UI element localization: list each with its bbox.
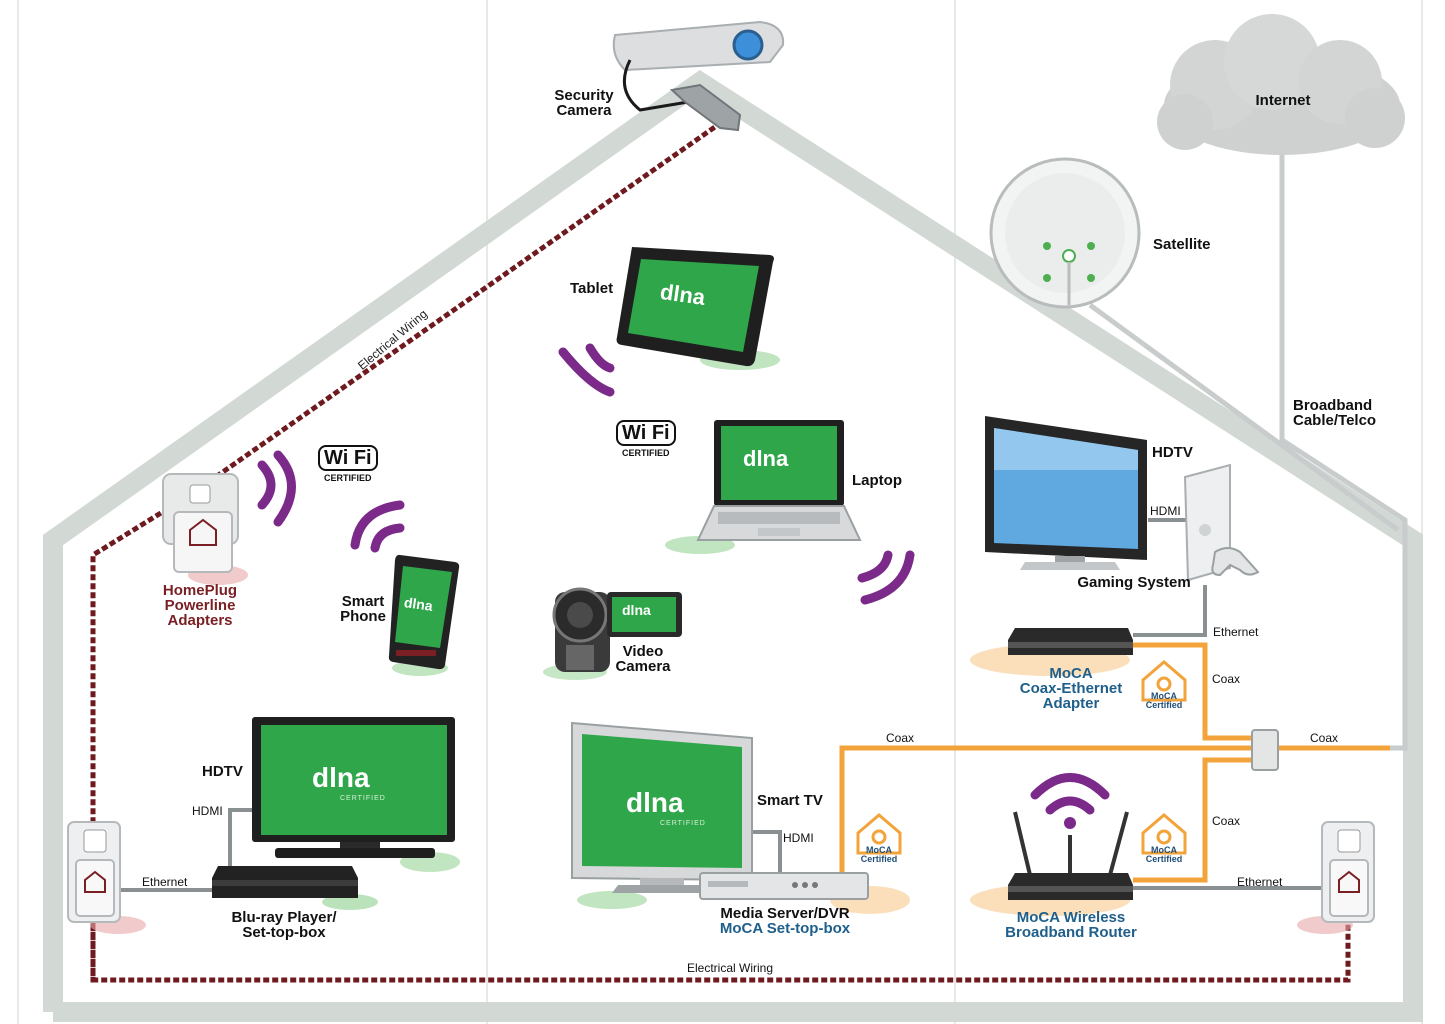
smart-tv-label: Smart TV [757, 792, 823, 809]
moca-badge-icon [856, 660, 1187, 855]
wifi-signal-icon [1030, 773, 1110, 815]
hdtv-right-icon [985, 416, 1147, 570]
internet-label: Internet [1255, 92, 1311, 109]
wifi-arcs [257, 343, 915, 605]
laptop-label: Laptop [852, 472, 902, 489]
gaming-console-icon [1183, 463, 1260, 582]
outlet-icon [67, 821, 146, 934]
laptop-icon [665, 420, 862, 554]
dlna-logo-videocam: dlna [622, 602, 651, 618]
dlna-logo-hdtv: dlna [312, 762, 370, 793]
dlna-logo-smarttv: dlna [626, 787, 684, 818]
powerline-adapter-icon [162, 473, 248, 585]
hdtv-icon [252, 717, 460, 872]
electrical-wiring-bottom-label: Electrical Wiring [686, 961, 773, 975]
coax-label-3: Coax [1310, 731, 1339, 745]
hdtv-left-label: HDTV [202, 763, 243, 780]
broadband-line [1279, 150, 1408, 751]
media-server-label: Media Server/DVR [720, 905, 850, 922]
tablet-label: Tablet [570, 280, 614, 297]
coax-label-2: Coax [1212, 672, 1241, 686]
satellite-label: Satellite [1153, 236, 1211, 253]
bluray-label: Blu-ray Player/Set-top-box [231, 909, 337, 941]
media-server-icon [699, 872, 910, 914]
coax-label-1: Coax [886, 731, 915, 745]
wifi-dot [1064, 817, 1076, 829]
ethernet-label-3: Ethernet [1237, 875, 1283, 889]
smartphone-icon [388, 554, 460, 676]
wifi-certified-logo-left: Wi Fi CERTIFIED [318, 445, 378, 483]
hdtv-right-label: HDTV [1152, 444, 1193, 461]
security-camera-icon [612, 20, 785, 132]
splitter-icon [1251, 729, 1279, 771]
smart-tv-icon [571, 721, 753, 909]
hdmi-label-2: HDMI [783, 831, 814, 845]
coax-label-4: Coax [1212, 814, 1241, 828]
gaming-system-label: Gaming System [1077, 574, 1191, 591]
tablet-icon [616, 247, 780, 370]
dlna-sub-hdtv: CERTIFIED [340, 795, 386, 802]
wifi-certified-logo-center: Wi Fi CERTIFIED [616, 420, 676, 458]
house-outline [43, 69, 1423, 1022]
moca-adapter-icon [970, 628, 1133, 676]
satellite-line [1088, 302, 1400, 533]
ethernet-label-2: Ethernet [1213, 625, 1259, 639]
router-icon [970, 811, 1133, 916]
hdmi-label-1: HDMI [192, 804, 223, 818]
coax-lines [839, 642, 1390, 883]
cloud-icon [1157, 14, 1405, 155]
video-camera-icon [543, 587, 682, 680]
ethernet-label-1: Ethernet [142, 875, 188, 889]
outlet-right-icon [1297, 821, 1375, 934]
dlna-sub-smarttv: CERTIFIED [660, 820, 706, 827]
bluray-player-icon [212, 866, 378, 910]
hdmi-label-3: HDMI [1150, 504, 1181, 518]
satellite-dish-icon [989, 157, 1141, 309]
device-cables [118, 518, 1330, 892]
dlna-logo-laptop: dlna [743, 446, 789, 471]
moca-settop-label: MoCA Set-top-box [719, 920, 851, 937]
